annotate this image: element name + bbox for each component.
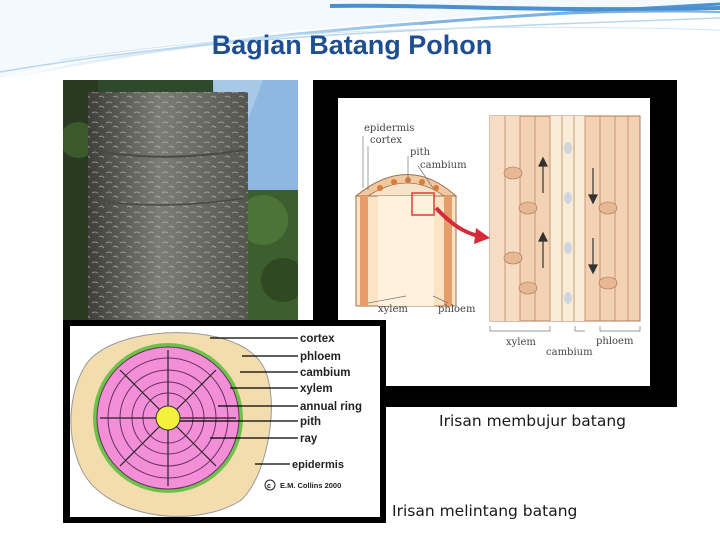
header-swoosh-decoration [0,0,720,82]
label-phloem: phloem [300,351,341,363]
tree-trunk-photo [60,80,305,335]
label-cortex: cortex [370,135,402,146]
longitudinal-section-diagram: epidermis cortex pith cambium xylem phlo… [338,98,650,386]
cross-caption: Irisan melintang batang [392,502,578,520]
label-xylem: xylem [378,304,408,315]
label-cortex: cortex [300,333,335,345]
label-phloem: phloem [438,304,476,315]
label-cambium: cambium [420,160,467,171]
label-phloem-cells: phloem [596,336,634,347]
page-title: Bagian Batang Pohon [211,30,493,60]
label-annual-ring: annual ring [300,401,362,413]
label-ray: ray [300,433,318,445]
label-cambium-cells: cambium [546,347,593,358]
copyright-icon [264,479,276,491]
copyright-text: E.M. Collins 2000 [280,481,341,490]
label-pith: pith [410,147,431,158]
cross-section-diagram: cortex phloem cambium xylem annual ring … [70,326,380,517]
label-pith: pith [300,416,321,428]
label-xylem-cells: xylem [506,337,536,348]
label-xylem: xylem [300,383,333,395]
label-epidermis: epidermis [292,459,344,471]
svg-text:c: c [267,483,271,490]
longitudinal-caption: Irisan membujur batang [439,412,626,430]
label-cambium: cambium [300,367,351,379]
label-epidermis: epidermis [364,123,414,134]
